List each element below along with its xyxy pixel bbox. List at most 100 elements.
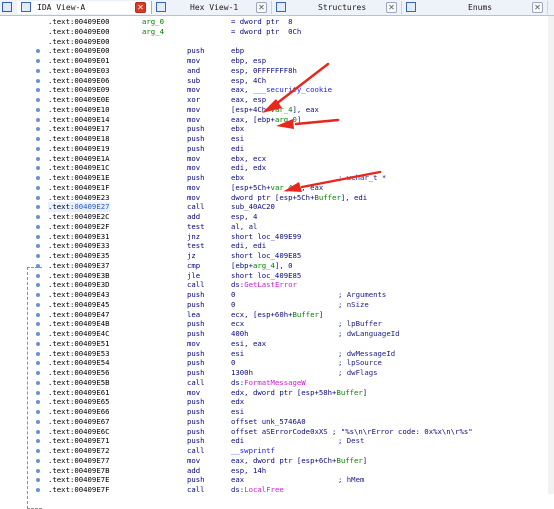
instruction-dot-icon[interactable] [36,390,40,395]
instruction-operands[interactable]: esp, 4Ch [231,76,266,86]
instruction-operands[interactable]: 0 [231,290,235,300]
code-label[interactable]: arg_4 [142,26,164,36]
instruction-dot-icon[interactable] [36,78,40,83]
instruction-dot-icon[interactable] [36,205,40,210]
instruction-operands[interactable]: edi, edx [231,163,266,173]
instruction-dot-icon[interactable] [36,302,40,307]
instruction-operands[interactable]: ds:GetLastError [231,280,297,290]
instruction-operands[interactable]: edx [231,397,244,407]
instruction-operands[interactable]: esp, 4 [231,212,257,222]
tab-hex-view-1[interactable]: Hex View-1 ✕ [152,1,272,14]
listing-line[interactable]: .text:00409E00 [46,37,554,47]
instruction-dot-icon[interactable] [36,137,40,141]
instruction-operands[interactable]: short loc_409E99 [231,232,301,242]
instruction-operands[interactable]: offset aSErrorCode0xXS ; "%s\n\rError co… [231,427,473,437]
instruction-dot-icon[interactable] [36,312,40,317]
instruction-dot-icon[interactable] [36,59,40,63]
instruction-operands[interactable]: eax, [ebp+arg_0] [231,115,301,125]
instruction-dot-icon[interactable] [36,419,40,424]
instruction-dot-icon[interactable] [36,244,40,249]
instruction-dot-icon[interactable] [36,468,40,473]
instruction-dot-icon[interactable] [36,322,40,327]
instruction-operands[interactable]: 0 [231,300,235,310]
instruction-dot-icon[interactable] [36,127,40,132]
instruction-dot-icon[interactable] [36,166,40,171]
instruction-operands[interactable]: esp, 0FFFFFFF8h [231,66,297,76]
instruction-dot-icon[interactable] [36,98,40,102]
instruction-dot-icon[interactable] [36,410,40,414]
instruction-dot-icon[interactable] [36,215,40,219]
instruction-operands[interactable]: = dword ptr 8 [231,17,293,27]
instruction-operands[interactable]: esp, 14h [231,466,266,476]
instruction-dot-icon[interactable] [36,439,40,444]
instruction-dot-icon[interactable] [36,254,40,258]
close-icon[interactable]: ✕ [135,2,146,13]
instruction-dot-icon[interactable] [36,400,40,405]
instruction-operands[interactable]: 400h [231,329,249,339]
instruction-operands[interactable]: = dword ptr 0Ch [231,27,301,37]
instruction-dot-icon[interactable] [36,478,40,483]
instruction-operands[interactable]: esi [231,134,244,144]
instruction-dot-icon[interactable] [36,332,40,336]
instruction-dot-icon[interactable] [36,380,40,385]
instruction-dot-icon[interactable] [36,234,40,239]
instruction-dot-icon[interactable] [36,88,40,93]
instruction-operands[interactable]: edi [231,144,244,154]
instruction-dot-icon[interactable] [36,176,40,180]
instruction-operands[interactable]: ds:LocalFree [231,485,284,494]
close-icon[interactable]: ✕ [532,2,543,13]
code-label[interactable]: arg_0 [142,17,164,26]
instruction-operands[interactable]: 0 [231,358,235,368]
instruction-operands[interactable]: eax [231,475,244,485]
vertical-scrollbar[interactable] [548,16,554,494]
disassembly-listing[interactable]: .text:00409E00 arg_0 = dword ptr 8 .text:00… [46,16,554,494]
close-icon[interactable]: ✕ [256,2,267,13]
instruction-dot-icon[interactable] [36,341,40,346]
instruction-operands[interactable]: edi, edi [231,241,266,251]
instruction-dot-icon[interactable] [36,371,40,375]
instruction-dot-icon[interactable] [36,488,40,492]
instruction-operands[interactable]: ds:FormatMessageW [231,378,306,388]
instruction-operands[interactable]: esi [231,349,244,359]
instruction-operands[interactable]: [esp+4Ch+var_4], eax [231,105,319,115]
instruction-dot-icon[interactable] [36,117,40,122]
instruction-dot-icon[interactable] [36,263,40,268]
instruction-operands[interactable]: [ebp+arg_4], 0 [231,261,293,271]
instruction-operands[interactable]: eax, ___security_cookie [231,85,332,95]
instruction-dot-icon[interactable] [36,195,40,200]
instruction-operands[interactable]: ebp [231,46,244,56]
instruction-dot-icon[interactable] [36,146,40,151]
instruction-dot-icon[interactable] [36,273,40,278]
instruction-operands[interactable]: [esp+5Ch+var_40], eax [231,183,323,193]
instruction-dot-icon[interactable] [36,449,40,453]
